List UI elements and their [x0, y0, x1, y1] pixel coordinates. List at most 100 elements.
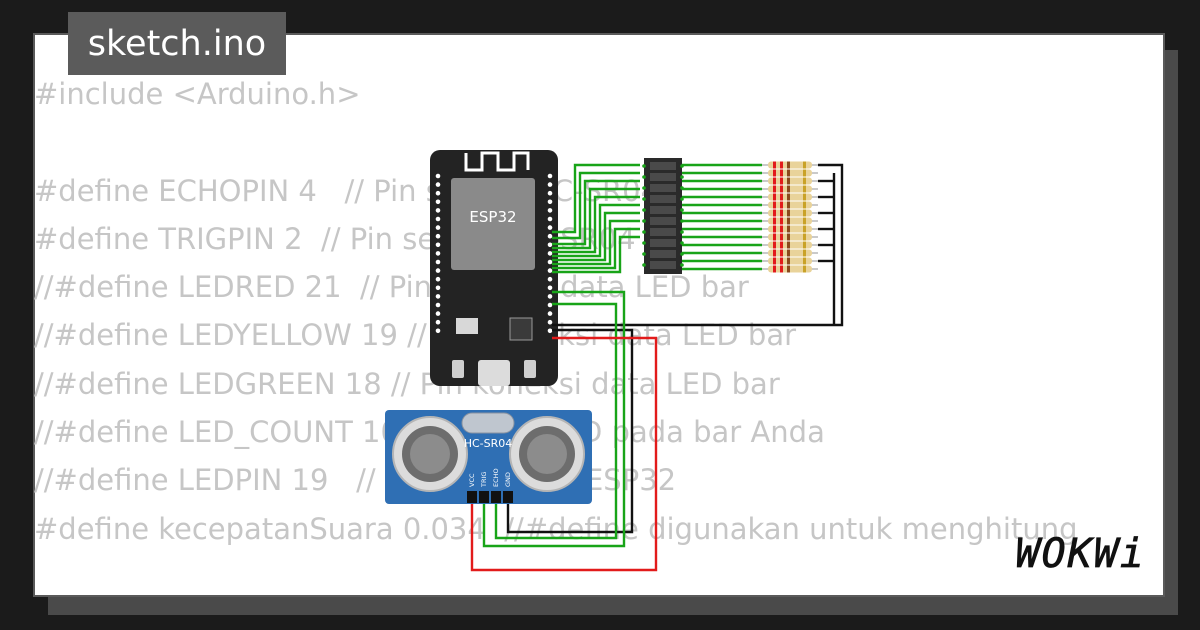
board-pin: [547, 328, 553, 334]
esp32-pins-right: [547, 173, 553, 334]
board-pin: [435, 311, 441, 316]
board-pin: [435, 285, 441, 291]
sensor-label: HC-SR04: [464, 437, 513, 450]
board-pin: [547, 199, 553, 205]
resistor-band: [773, 249, 776, 257]
led-pin: [680, 164, 684, 168]
led-segments: [642, 162, 684, 269]
led-pin: [680, 208, 684, 212]
led-bar-graph[interactable]: [642, 158, 684, 274]
board-pin: [435, 294, 441, 299]
led-pin: [642, 175, 646, 179]
board-pin: [547, 285, 553, 291]
board-pin: [547, 302, 553, 308]
board-pin: [435, 190, 441, 196]
led-pin: [642, 208, 646, 212]
board-pin: [435, 242, 441, 248]
resistor-band: [773, 201, 776, 209]
resistor-band: [787, 233, 790, 241]
led-segment: [650, 173, 676, 181]
en-button[interactable]: [524, 360, 536, 378]
resistor-band: [780, 185, 783, 193]
code-line: #include <Arduino.h>: [34, 77, 361, 111]
resistor-band: [803, 217, 806, 225]
resistor-band: [773, 241, 776, 249]
led-pin: [642, 197, 646, 201]
resistor-band: [803, 241, 806, 249]
file-tab-label: sketch.ino: [87, 23, 267, 64]
transducer-left: [392, 416, 468, 492]
resistor-band: [787, 201, 790, 209]
resistor-band: [803, 225, 806, 233]
resistor-band: [773, 265, 776, 273]
board-pin: [547, 276, 553, 282]
led-pin: [642, 263, 646, 267]
led-segment: [650, 195, 676, 203]
resistor-band: [780, 233, 783, 241]
board-pin: [547, 173, 553, 179]
board-pin: [547, 182, 553, 187]
resistor-band: [803, 201, 806, 209]
resistor-band: [773, 233, 776, 241]
board-pin: [435, 251, 441, 256]
board-pin: [435, 182, 441, 187]
resistor-band: [773, 217, 776, 225]
resistor-band: [773, 185, 776, 193]
board-pin: [547, 268, 553, 273]
resistor-array[interactable]: [762, 161, 818, 273]
resistor-band: [780, 201, 783, 209]
led-pin: [642, 219, 646, 223]
board-pin: [547, 190, 553, 196]
led-pin: [642, 164, 646, 168]
resistor-band: [803, 257, 806, 265]
resistor-band: [773, 225, 776, 233]
sensor-wires: [470, 290, 658, 572]
resistor-band: [780, 241, 783, 249]
board-pin: [547, 259, 553, 265]
esp32-pins-left: [435, 173, 441, 334]
led-segment: [650, 239, 676, 247]
resistor-band: [787, 225, 790, 233]
board-pin: [435, 276, 441, 282]
resistor-band: [787, 177, 790, 185]
esp32-module: [451, 178, 535, 270]
led-segment: [650, 184, 676, 192]
micro-usb-port: [478, 360, 510, 386]
led-bar-wires: [552, 163, 762, 274]
resistor-band: [803, 233, 806, 241]
resistor-band: [803, 161, 806, 169]
board-pin: [435, 173, 441, 179]
resistor-band: [803, 249, 806, 257]
led-pin: [680, 186, 684, 190]
resistor-band: [780, 257, 783, 265]
esp32-board[interactable]: ESP32: [430, 150, 558, 386]
voltage-regulator: [456, 318, 478, 334]
led-pin: [680, 219, 684, 223]
resistor-band: [787, 217, 790, 225]
board-pin: [547, 311, 553, 316]
resistor-band: [787, 209, 790, 217]
board-pin: [435, 319, 441, 325]
usb-chip: [509, 317, 533, 341]
resistor-band: [803, 177, 806, 185]
board-pin: [547, 319, 553, 325]
pin-label-gnd: GND: [504, 472, 512, 487]
ultrasonic-sensor[interactable]: HC-SR04 VCC TRIG ECHO GND: [385, 410, 592, 504]
resistor-band: [803, 193, 806, 201]
led-pin: [680, 230, 684, 234]
led-segment: [650, 228, 676, 236]
led-pin: [680, 175, 684, 179]
resistor-band: [780, 177, 783, 185]
boot-button[interactable]: [452, 360, 464, 378]
file-tab[interactable]: sketch.ino: [68, 12, 286, 75]
board-pin: [435, 233, 441, 239]
resistor-band: [787, 185, 790, 193]
board-pin: [435, 199, 441, 205]
resistor-band: [787, 169, 790, 177]
antenna-trace: [464, 151, 530, 172]
board-pin: [547, 294, 553, 299]
led-segment: [650, 250, 676, 258]
led-pin: [680, 252, 684, 256]
board-pin: [547, 208, 553, 213]
board-pin: [435, 208, 441, 213]
